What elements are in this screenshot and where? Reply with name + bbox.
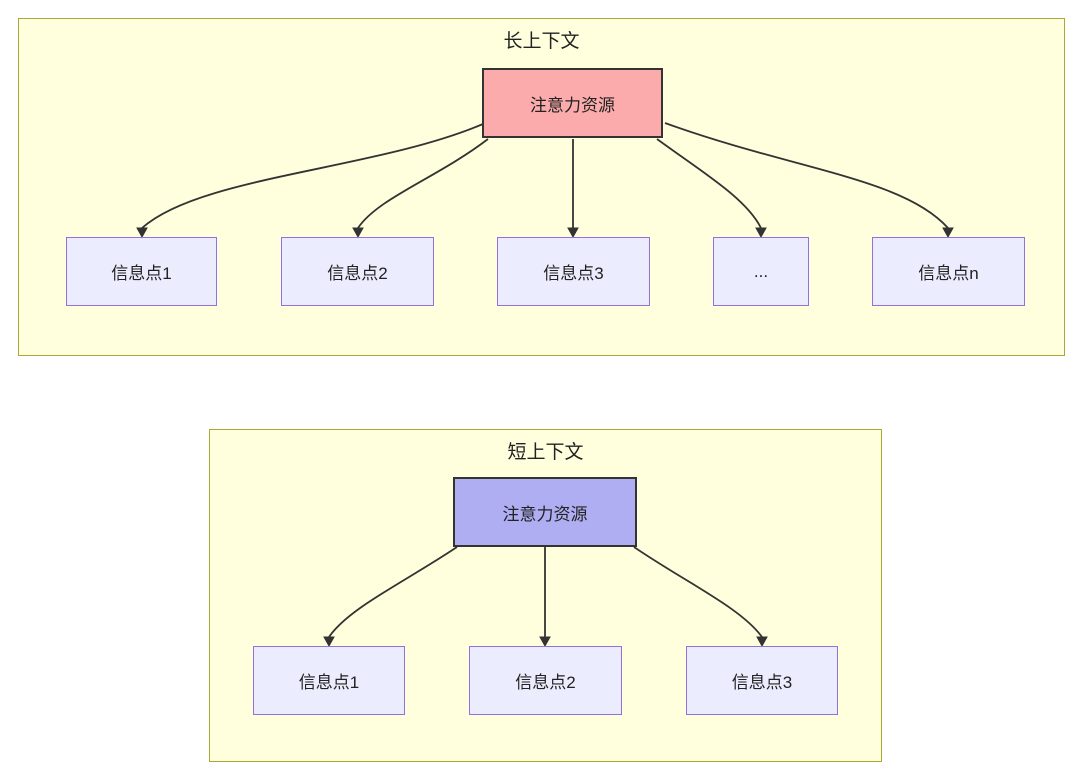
long-info-node-3: 信息点3 xyxy=(497,237,650,306)
short-info-node-3: 信息点3 xyxy=(686,646,838,715)
long-attention-node: 注意力资源 xyxy=(482,68,663,138)
long-info-node-n: 信息点n xyxy=(872,237,1025,306)
short-attention-node: 注意力资源 xyxy=(453,477,637,547)
long-info-node-2: 信息点2 xyxy=(281,237,434,306)
long-info-node-1: 信息点1 xyxy=(66,237,217,306)
short-info-node-1: 信息点1 xyxy=(253,646,405,715)
short-info-node-2: 信息点2 xyxy=(469,646,622,715)
long-context-title: 长上下文 xyxy=(503,31,580,52)
long-info-node-dots: ... xyxy=(713,237,809,306)
short-context-title: 短上下文 xyxy=(507,442,584,463)
